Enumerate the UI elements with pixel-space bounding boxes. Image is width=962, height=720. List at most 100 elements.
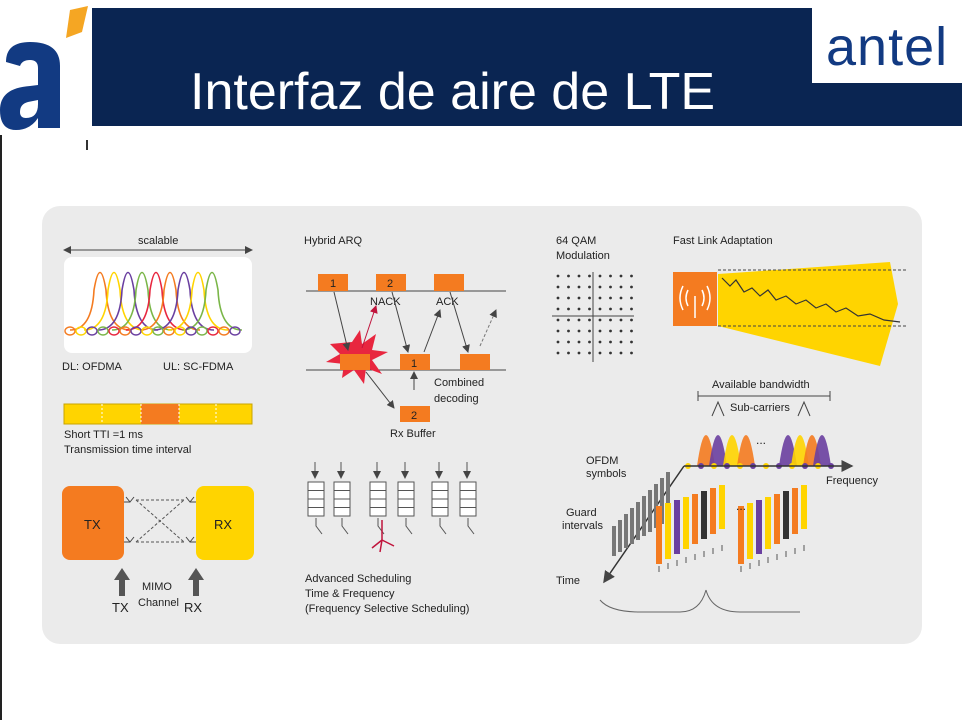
qam-point (598, 329, 602, 333)
qam-point (630, 329, 633, 333)
qam-point (588, 329, 591, 333)
qam-point (556, 285, 560, 289)
symbol-bar (612, 526, 616, 556)
subcarrier-curve (125, 271, 187, 331)
qam-point (598, 296, 602, 300)
symbol-bar (636, 502, 640, 540)
qam-point (598, 318, 602, 322)
symbol-bar (642, 496, 646, 536)
harq-block-2: 2 (387, 278, 393, 290)
scheduling-line-3: (Frequency Selective Scheduling) (305, 603, 469, 615)
qam-point (556, 329, 560, 333)
qam-point (577, 329, 581, 333)
symbol-block (738, 506, 744, 564)
symbol-block (692, 494, 698, 544)
subcarrier-loop (218, 326, 230, 336)
scheduling-line-1: Advanced Scheduling (305, 573, 411, 585)
subcarrier-loop (196, 326, 208, 336)
qam-point (588, 296, 591, 300)
qam-point (598, 274, 602, 278)
qam-point (630, 296, 633, 300)
tx-arrow-label: TX (112, 600, 129, 615)
rx-up-arrow (188, 568, 204, 596)
subcarrier-peak (737, 435, 755, 466)
tti-label: Short TTI =1 ms (64, 429, 143, 441)
harq-block-1: 1 (330, 278, 336, 290)
qam-point (567, 329, 570, 333)
rx-box-label: RX (214, 517, 232, 532)
available-bw-label: Available bandwidth (712, 379, 810, 391)
qam-point (619, 340, 623, 344)
qam-point (609, 351, 612, 355)
qam-point (567, 296, 570, 300)
qam-point (619, 329, 623, 333)
signal-icon (679, 285, 711, 318)
scalable-label: scalable (138, 235, 178, 247)
qam-point (588, 285, 591, 289)
qam-point (577, 351, 581, 355)
qam-point (556, 340, 560, 344)
qam-point (619, 351, 623, 355)
qam-point (556, 318, 560, 322)
qam-point (556, 296, 560, 300)
symbol-block (756, 500, 762, 554)
tti-description: Transmission time interval (64, 444, 191, 456)
queue-output-arrow (377, 518, 385, 535)
subcarrier-loop (185, 326, 197, 336)
ofdm-symbols-line-2: symbols (586, 468, 627, 480)
subcarrier-curve (83, 271, 145, 331)
qam-point (609, 340, 612, 344)
qam-point (556, 307, 560, 311)
nack-label: NACK (370, 296, 401, 308)
harq-block-3 (434, 274, 464, 291)
qam-point (577, 274, 581, 278)
symbol-block (801, 485, 807, 529)
subcarrier-peak (709, 435, 727, 466)
subcarrier-curve (139, 271, 201, 331)
qam-point (577, 285, 581, 289)
symbol-block (765, 497, 771, 549)
ofdma-spectrum (64, 271, 243, 336)
link-adaptation-section: Fast Link Adaptation (673, 235, 906, 366)
subcarrier-loop (174, 326, 186, 336)
antel-logo-box (812, 8, 962, 83)
time-label: Time (556, 575, 580, 587)
subcarrier-loop (152, 326, 164, 336)
qam-point (609, 318, 612, 322)
qam-point (609, 285, 612, 289)
subcarrier-pointers (711, 400, 811, 417)
qam-point (609, 329, 612, 333)
symbol-block (656, 506, 662, 564)
channel-label: Channel (138, 597, 179, 609)
subcarrier-loop (97, 326, 109, 336)
qam-point (598, 285, 602, 289)
qam-point (567, 274, 570, 278)
scheduler-fork (371, 520, 395, 553)
harq-rx-block-2: 2 (411, 410, 417, 422)
qam-point (609, 296, 612, 300)
mimo-channel-paths (135, 499, 185, 543)
qam-constellation (556, 274, 633, 355)
scheduling-line-2: Time & Frequency (305, 588, 395, 600)
qam-point (567, 351, 570, 355)
subcarrier-curve (111, 271, 173, 331)
symbol-block (774, 494, 780, 544)
subcarrier-ellipsis: ... (756, 433, 766, 447)
harq-rx-block-1: 1 (411, 358, 417, 370)
symbol-bar (630, 508, 634, 544)
subcarrier-loop (130, 326, 142, 336)
subcarrier-loop (86, 326, 98, 336)
symbol-block (792, 488, 798, 534)
spectrum-box (64, 257, 252, 353)
link-adaptation-title: Fast Link Adaptation (673, 235, 773, 247)
qam-point (556, 351, 560, 355)
qam-point (588, 351, 591, 355)
qam-point (619, 296, 623, 300)
ofdm-section: Available bandwidth Sub-carriers ... Fre… (556, 379, 878, 613)
qam-point (619, 274, 623, 278)
qam-point (588, 274, 591, 278)
symbol-bar (648, 490, 652, 532)
dl-ofdma-label: DL: OFDMA (62, 361, 123, 373)
decoding-label: decoding (434, 393, 479, 405)
qam-point (630, 274, 633, 278)
